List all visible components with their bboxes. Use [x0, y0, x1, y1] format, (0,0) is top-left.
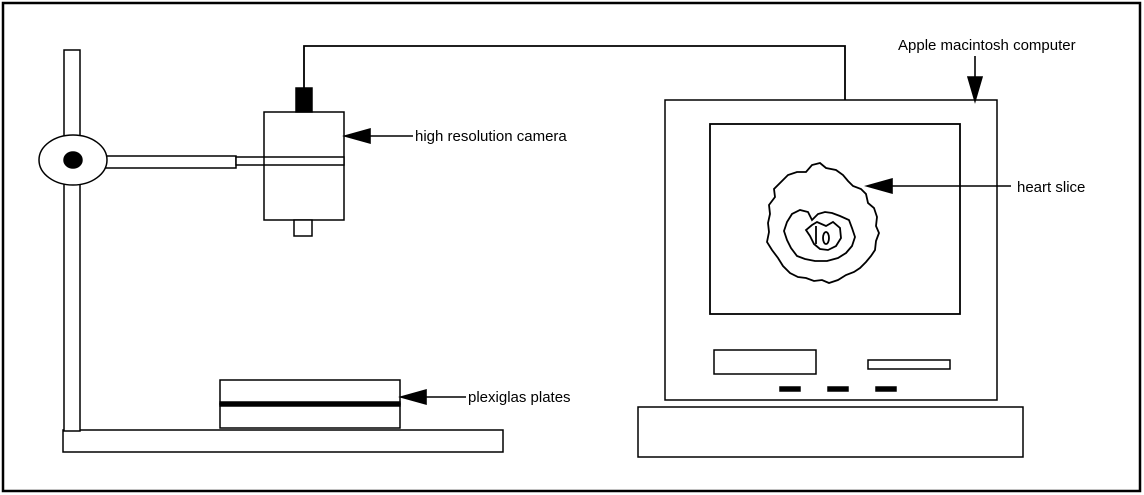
camera-connector	[295, 87, 313, 113]
plate-top	[219, 379, 401, 405]
stand-pole	[63, 49, 81, 432]
label-arrows	[342, 56, 1011, 406]
plates-label: plexiglas plates	[468, 389, 571, 406]
heart-slice-image	[766, 162, 880, 284]
heart-slice-label: heart slice	[1017, 179, 1085, 196]
camera-body	[263, 111, 345, 221]
computer-base	[637, 406, 1024, 458]
floppy-slot	[713, 349, 817, 375]
heart-outer-contour	[766, 162, 880, 284]
camera-label: high resolution camera	[415, 128, 567, 145]
plexiglas-plates	[219, 379, 401, 429]
camera	[263, 87, 345, 237]
heart-center-mark	[822, 231, 830, 245]
heart-cavity	[804, 220, 842, 251]
stand-arm	[99, 155, 237, 169]
computer-screen	[709, 123, 961, 315]
macintosh-computer	[637, 99, 1024, 458]
computer-label: Apple macintosh computer	[898, 37, 1076, 54]
clamp-knob	[63, 151, 83, 169]
plate-bottom	[219, 403, 401, 429]
drive-slot	[867, 359, 951, 370]
camera-cable	[303, 45, 846, 100]
heart-inner-contour	[783, 209, 856, 262]
camera-lens	[293, 219, 313, 237]
plate-divider	[219, 401, 401, 407]
stand-base	[62, 429, 504, 453]
